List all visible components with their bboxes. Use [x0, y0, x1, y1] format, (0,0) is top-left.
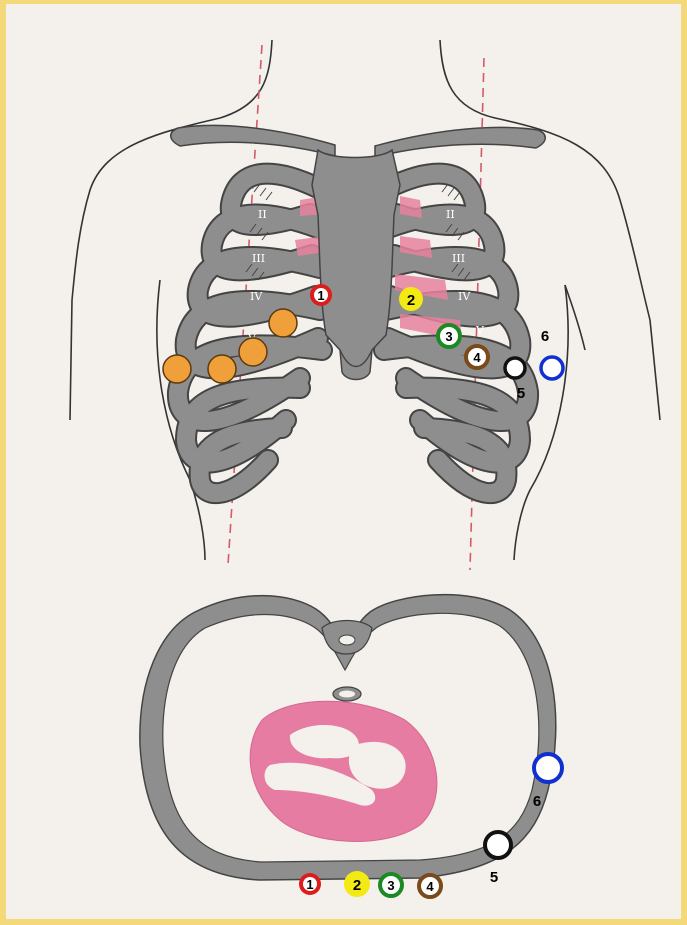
- electrode-v3: 3: [438, 325, 460, 347]
- svg-text:3: 3: [387, 878, 394, 893]
- electrode-v2: 2: [399, 287, 423, 311]
- svg-text:2: 2: [407, 292, 415, 309]
- svg-text:6: 6: [533, 793, 541, 810]
- svg-text:4: 4: [473, 350, 481, 365]
- rib-numeral: II: [446, 208, 455, 221]
- svg-text:1: 1: [306, 877, 313, 892]
- svg-text:6: 6: [541, 328, 549, 345]
- rib-numeral: II: [258, 208, 267, 221]
- left-clavicle: [171, 125, 335, 156]
- electrode-v6: 6: [541, 328, 563, 379]
- rib-numeral: III: [452, 252, 465, 265]
- orange-dot: [239, 338, 267, 366]
- rib-cage: [171, 125, 546, 493]
- rib-numeral: III: [252, 252, 265, 265]
- electrode-v4: 4: [419, 875, 441, 897]
- electrode-v4: 4: [466, 346, 488, 368]
- orange-dot: [163, 355, 191, 383]
- rib-numeral: V: [475, 324, 485, 337]
- svg-text:3: 3: [445, 329, 452, 344]
- svg-text:2: 2: [353, 877, 361, 894]
- svg-text:5: 5: [517, 385, 525, 402]
- svg-text:4: 4: [426, 879, 434, 894]
- electrode-v2: 2: [344, 871, 370, 897]
- orange-dot: [269, 309, 297, 337]
- electrode-v1: 1: [310, 284, 332, 306]
- electrode-v3: 3: [380, 874, 402, 896]
- rib-numeral: IV: [458, 290, 471, 303]
- right-clavicle: [375, 127, 545, 157]
- svg-text:5: 5: [490, 869, 498, 886]
- rib-numeral: IV: [250, 290, 263, 303]
- electrode-v1: 1: [299, 873, 321, 895]
- orange-dot: [208, 355, 236, 383]
- svg-text:1: 1: [317, 288, 324, 303]
